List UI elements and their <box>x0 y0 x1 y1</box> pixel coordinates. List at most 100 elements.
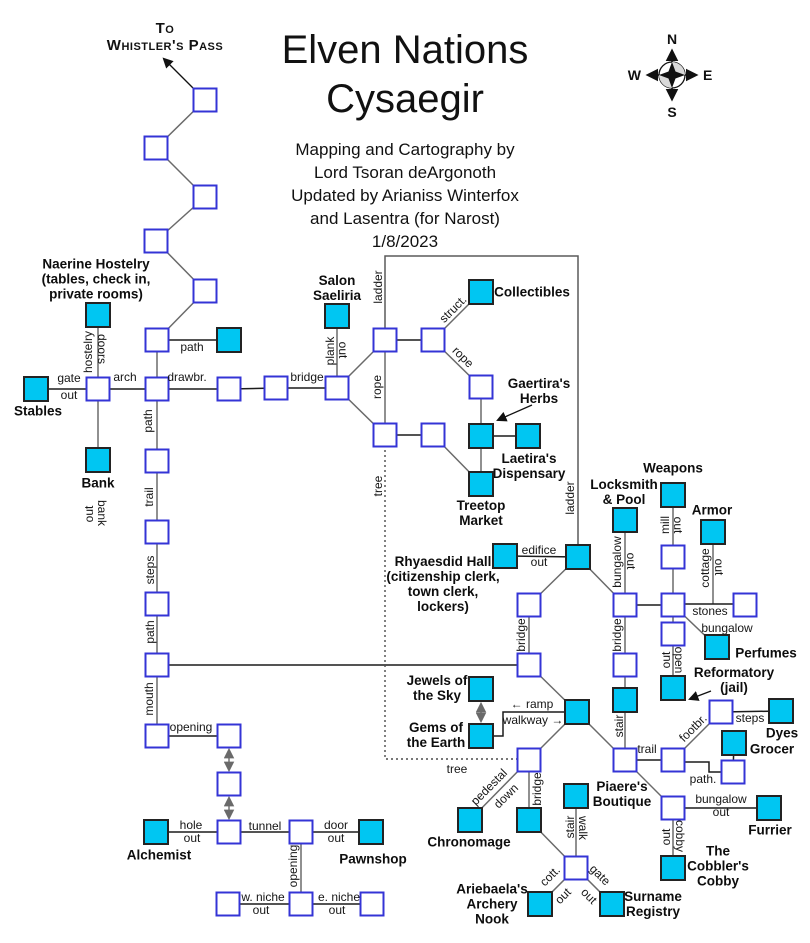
edge-label: tree <box>446 762 468 776</box>
edge-label: bank <box>95 499 109 527</box>
room <box>516 747 542 773</box>
perfumes-label: Perfumes <box>735 645 797 661</box>
room <box>612 747 638 773</box>
edge-label: cottage <box>698 548 712 588</box>
edge-label: stones <box>692 604 728 618</box>
room <box>144 723 170 749</box>
room <box>216 819 242 845</box>
poi-pawnshop <box>358 819 384 845</box>
edge-label: ladder <box>371 270 385 304</box>
edge-label: door <box>323 818 349 832</box>
poi-laetiras-dispensary <box>515 423 541 449</box>
poi-gems-of-the-earth <box>468 723 494 749</box>
poi-stables <box>23 376 49 402</box>
edge-label: out <box>659 828 673 846</box>
room <box>660 747 686 773</box>
poi-armor <box>700 519 726 545</box>
room <box>516 592 542 618</box>
edge-label: hostelry <box>81 330 95 374</box>
edge-label: stair <box>563 815 577 839</box>
room <box>192 184 218 210</box>
poi-gaertiras-herbs <box>468 423 494 449</box>
edge-label: out <box>712 558 726 576</box>
poi-stair-room <box>612 687 638 713</box>
poi-treetop-market <box>468 471 494 497</box>
edge-label: opening <box>169 720 213 734</box>
collectibles-label: Collectibles <box>494 284 570 300</box>
map-credits: Mapping and Cartography by Lord Tsoran d… <box>291 140 519 251</box>
room <box>660 544 686 570</box>
room <box>288 891 314 917</box>
armor-label: Armor <box>691 502 733 518</box>
edge-label: tree <box>371 475 385 497</box>
room <box>144 376 170 402</box>
edge-label: path <box>180 340 204 354</box>
edge-label: walkway → <box>502 713 564 727</box>
edge-label: steps <box>735 711 765 725</box>
edge-label: w. niche <box>241 890 285 904</box>
poi-dyes <box>768 698 794 724</box>
weapons-label: Weapons <box>643 460 703 476</box>
poi-salon-saeliria <box>324 303 350 329</box>
edge-label: trail <box>142 487 156 507</box>
edge-label: e. niche <box>317 890 361 904</box>
locksmith-pool-label: Locksmith & Pool <box>590 476 658 507</box>
edge-label: out <box>712 805 730 819</box>
edge-label: bridge <box>530 772 544 806</box>
room <box>144 652 170 678</box>
room <box>144 591 170 617</box>
edge-label: trail <box>637 742 657 756</box>
rhyaesdid-hall-label: Rhyaesdid Hall (citizenship clerk, town … <box>386 553 500 615</box>
edge-label: mouth <box>142 682 156 716</box>
poi-cobblers-cobby <box>660 855 686 881</box>
poi-ariebaelas-archery-nook <box>527 891 553 917</box>
compass-north-label: N <box>667 31 677 47</box>
room <box>660 592 686 618</box>
edge-label: cobby <box>673 819 687 853</box>
room <box>563 855 589 881</box>
room <box>85 376 111 402</box>
edge-label: bungalow <box>610 536 624 588</box>
edge-label: edifice <box>521 543 557 557</box>
room <box>144 327 170 353</box>
edge-label: bridge <box>290 370 324 384</box>
edge-label: rope <box>370 374 384 400</box>
poi-bridge-room <box>516 807 542 833</box>
edge-label: open <box>672 646 686 674</box>
bank-label: Bank <box>81 475 115 491</box>
gems-of-the-earth-label: Gems of the Earth <box>406 719 466 750</box>
edge-label: out <box>530 555 548 569</box>
room <box>708 699 734 725</box>
room <box>216 376 242 402</box>
room <box>660 795 686 821</box>
edge-label: out <box>624 552 638 570</box>
edge-label: ← ramp <box>510 697 554 711</box>
edge-label: bridge <box>610 618 624 652</box>
compass-star <box>659 62 685 88</box>
room <box>420 422 446 448</box>
room <box>420 327 446 353</box>
room <box>516 652 542 678</box>
room <box>612 592 638 618</box>
surname-registry-label: Surname Registry <box>624 888 682 919</box>
edge-label: out <box>82 505 96 523</box>
room <box>143 135 169 161</box>
ariebaelas-archery-nook-label: Ariebaela's Archery Nook <box>456 881 528 927</box>
poi-walkway-room <box>564 699 590 725</box>
edge-label: bridge <box>514 618 528 652</box>
poi-weapons <box>660 482 686 508</box>
edge-label: drawbr. <box>167 370 207 384</box>
room <box>732 592 758 618</box>
alchemist-label: Alchemist <box>126 847 192 863</box>
room <box>216 723 242 749</box>
room <box>720 759 746 785</box>
edge-label: out <box>60 388 78 402</box>
poi-collectibles <box>468 279 494 305</box>
room <box>144 448 170 474</box>
poi-jewels-of-the-sky <box>468 676 494 702</box>
poi-rhyaesdid-hall <box>492 543 518 569</box>
edge-label: bungalow <box>701 621 753 635</box>
gaertiras-label-arrow <box>496 404 533 422</box>
room <box>359 891 385 917</box>
